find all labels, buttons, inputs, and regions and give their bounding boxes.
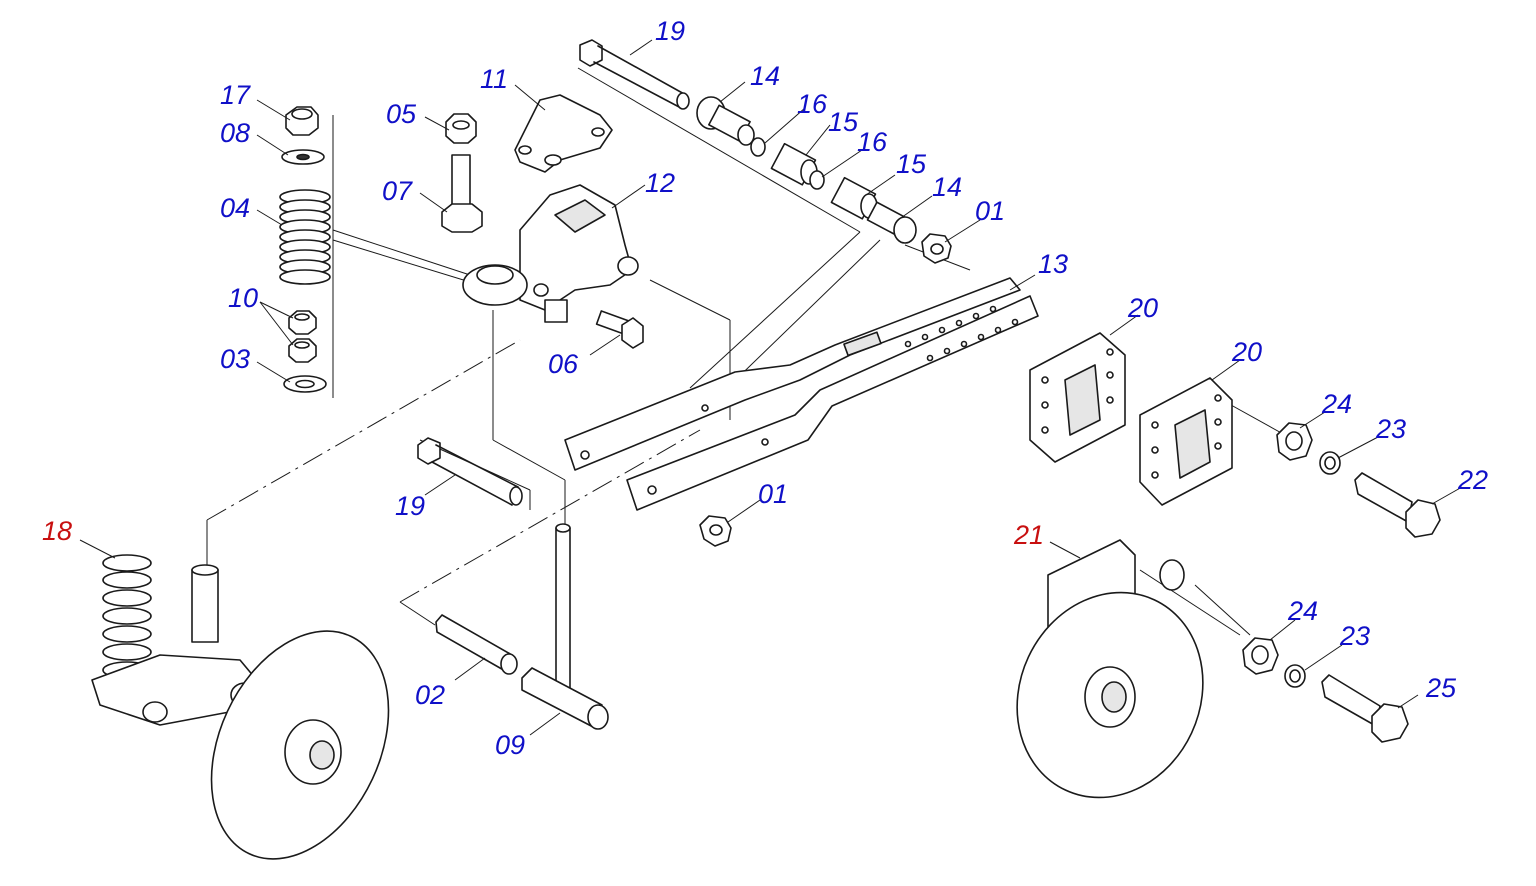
- callout-19-upper: 19: [655, 16, 685, 46]
- nut-05: [445, 113, 477, 144]
- callout-09: 09: [495, 730, 525, 760]
- spring-04: [279, 189, 331, 285]
- callout-12: 12: [645, 168, 675, 198]
- callout-16b: 16: [857, 127, 888, 157]
- callout-23b: 23: [1339, 621, 1370, 651]
- callout-19-lower: 19: [395, 491, 425, 521]
- ring-16a: [750, 137, 766, 157]
- washer-23a: [1319, 451, 1341, 475]
- nut-17: [285, 106, 319, 136]
- callout-22: 22: [1457, 465, 1488, 495]
- callout-15b: 15: [896, 149, 927, 179]
- shaft-19-upper: [579, 39, 690, 110]
- washer-03: [283, 375, 327, 393]
- callout-24b: 24: [1287, 596, 1318, 626]
- pivot-plate: [462, 264, 568, 323]
- bolt-07: [441, 154, 483, 233]
- callout-23a: 23: [1375, 414, 1406, 444]
- callout-03: 03: [220, 344, 250, 374]
- ring-16b: [809, 170, 825, 190]
- washer-08: [281, 149, 325, 165]
- bolt-22: [1354, 472, 1441, 538]
- callout-20a: 20: [1127, 293, 1158, 323]
- callout-06: 06: [548, 349, 579, 379]
- sleeve-15b: [830, 176, 878, 220]
- washer-23b: [1284, 664, 1306, 688]
- nut-24b: [1242, 637, 1279, 675]
- nut-01-upper: [921, 233, 952, 264]
- disc-21: [1016, 539, 1204, 799]
- bolt-06: [595, 310, 644, 349]
- plate-20a: [1029, 332, 1126, 463]
- callout-08: 08: [220, 118, 250, 148]
- callout-15a: 15: [828, 107, 859, 137]
- callout-10: 10: [228, 283, 258, 313]
- nut-24a: [1276, 422, 1313, 461]
- sleeve-02: [435, 614, 518, 675]
- callouts: 17 08 04 10 03 05 07 11 12 06 19 14 16 1…: [42, 16, 1488, 760]
- bushing-14a: [696, 96, 755, 146]
- callout-07: 07: [382, 176, 413, 206]
- callout-13: 13: [1038, 249, 1068, 279]
- plate-20b: [1139, 377, 1233, 506]
- callout-02: 02: [415, 680, 445, 710]
- callout-05: 05: [386, 99, 417, 129]
- callout-04: 04: [220, 193, 250, 223]
- callout-leaders: [79, 39, 1463, 736]
- tpin-09: [521, 523, 609, 730]
- bracket-12: [519, 184, 639, 311]
- shaft-19-lower: [417, 437, 523, 506]
- nut-01-lower: [699, 515, 732, 547]
- callout-17: 17: [220, 80, 251, 110]
- callout-24a: 24: [1321, 389, 1352, 419]
- callout-01-lower: 01: [758, 479, 788, 509]
- callout-21: 21: [1013, 520, 1044, 550]
- arm-13: [564, 277, 1039, 511]
- callout-11: 11: [480, 64, 508, 94]
- callout-14a: 14: [750, 61, 780, 91]
- bushing-14b: [866, 201, 917, 244]
- callout-01-upper: 01: [975, 196, 1005, 226]
- callout-18: 18: [42, 516, 72, 546]
- callout-16a: 16: [797, 89, 828, 119]
- callout-20b: 20: [1231, 337, 1262, 367]
- assembly-18: [91, 554, 390, 860]
- clamp-11: [514, 94, 613, 173]
- bolt-25: [1321, 674, 1409, 743]
- nuts-10: [288, 310, 317, 363]
- callout-25: 25: [1425, 673, 1457, 703]
- callout-14b: 14: [932, 172, 962, 202]
